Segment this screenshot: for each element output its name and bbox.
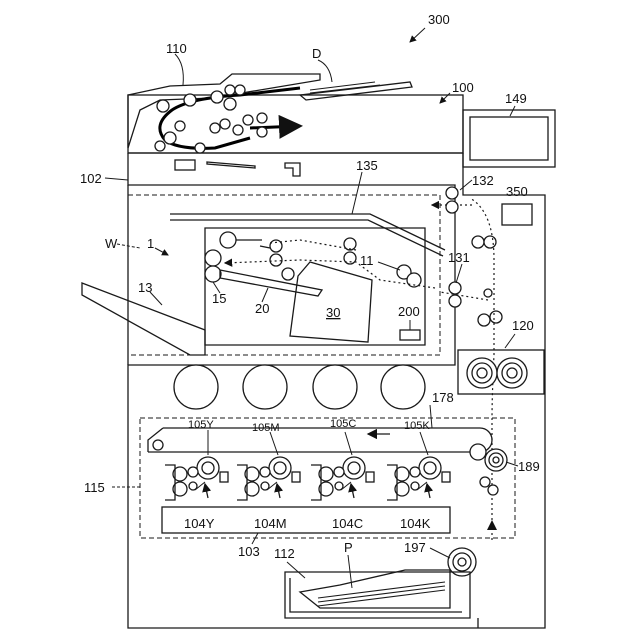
label-104K: 104K: [400, 516, 431, 531]
finisher-area: [82, 195, 472, 355]
label-102: 102: [80, 171, 102, 186]
label-197: 197: [404, 540, 426, 555]
document-path: [160, 88, 300, 148]
label-178: 178: [432, 390, 454, 405]
label-104C: 104C: [332, 516, 363, 531]
label-D: D: [312, 46, 321, 61]
unit-200: [400, 330, 420, 340]
label-105K: 105K: [404, 420, 430, 432]
station-yellow: [165, 457, 228, 500]
label-13: 13: [138, 280, 152, 295]
label-110: 110: [166, 41, 187, 56]
label-149: 149: [505, 91, 527, 106]
toner-bottles: [174, 365, 425, 409]
label-131: 131: [448, 250, 470, 265]
scanner-unit: [128, 74, 463, 176]
label-300: 300: [428, 12, 450, 27]
label-105M: 105M: [252, 422, 280, 434]
label-15: 15: [212, 291, 226, 306]
label-350: 350: [506, 184, 528, 199]
label-104M: 104M: [254, 516, 287, 531]
station-magenta: [237, 457, 300, 500]
label-115: 115: [84, 480, 105, 495]
paper-cassette: [285, 570, 478, 628]
label-1: 1: [147, 236, 154, 251]
label-105Y: 105Y: [188, 419, 214, 431]
label-132: 132: [472, 173, 494, 188]
leader-lines: [105, 28, 518, 588]
unit-350: [502, 204, 532, 225]
stapler-unit: [290, 262, 372, 342]
label-189: 189: [518, 459, 540, 474]
label-P: P: [344, 540, 353, 555]
label-20: 20: [255, 301, 269, 316]
scan-sensor: [175, 160, 195, 170]
label-112: 112: [274, 546, 295, 561]
label-30: 30: [326, 305, 340, 320]
label-200: 200: [398, 304, 420, 319]
station-cyan: [311, 457, 374, 500]
station-black: [387, 457, 450, 500]
label-103: 103: [238, 544, 260, 559]
stacking-tray: [220, 270, 322, 296]
label-W: W: [105, 236, 118, 251]
label-104Y: 104Y: [184, 516, 215, 531]
label-100: 100: [452, 80, 474, 95]
control-panel[interactable]: [463, 110, 555, 167]
panel-screen[interactable]: [470, 117, 548, 160]
label-135: 135: [356, 158, 378, 173]
label-105C: 105C: [330, 418, 356, 430]
label-11: 11: [360, 253, 374, 268]
label-120: 120: [512, 318, 534, 333]
